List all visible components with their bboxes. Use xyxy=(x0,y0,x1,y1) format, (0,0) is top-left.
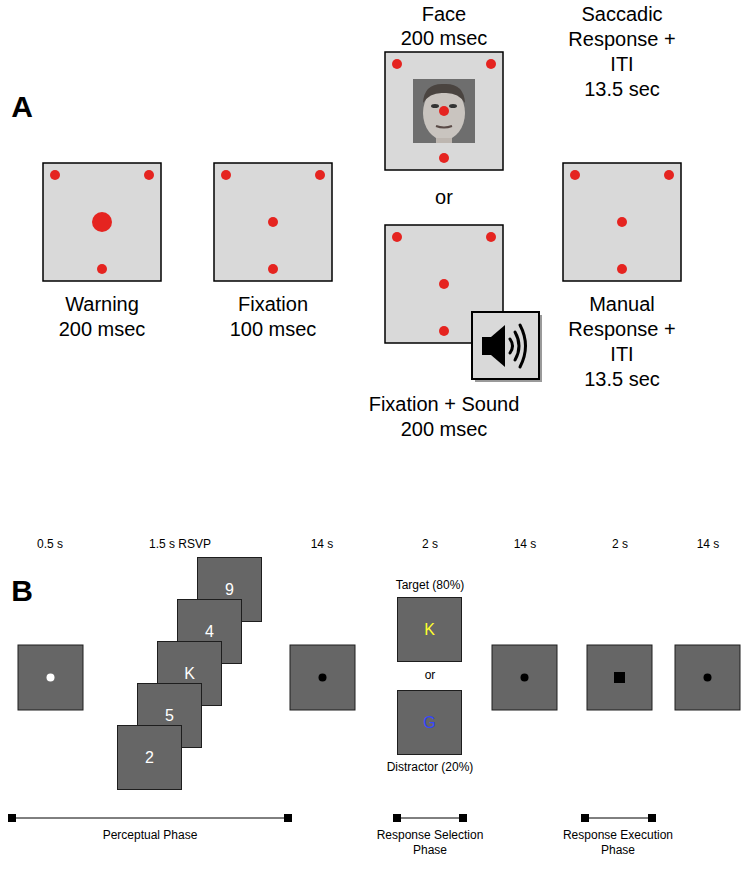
screen xyxy=(587,645,652,710)
timing-label: 14 s xyxy=(608,537,743,552)
fixation-dots xyxy=(50,59,674,336)
response-cue xyxy=(614,672,625,683)
duration-label: 200 msec xyxy=(344,26,544,51)
phase-label: Response Selection Phase xyxy=(365,828,495,858)
screen-character: G xyxy=(423,714,435,732)
fixation-dot xyxy=(319,674,327,682)
screen-character: K xyxy=(184,665,195,683)
screen-character: 9 xyxy=(225,581,234,599)
screen xyxy=(492,645,557,710)
timing-label: 14 s xyxy=(425,537,625,552)
screen-character: 5 xyxy=(165,707,174,725)
timing-label: 2 s xyxy=(520,537,720,552)
panel-letter: B xyxy=(0,572,122,610)
timing-label: 2 s xyxy=(330,537,530,552)
screen xyxy=(563,163,681,281)
fixation-dot xyxy=(704,674,712,682)
distractor-screen: G xyxy=(397,690,462,755)
stream-screen: 2 xyxy=(117,725,182,790)
phase-bar-ends xyxy=(8,814,656,822)
duration-label: 13.5 sec xyxy=(522,77,722,102)
event-label: Fixation + Sound xyxy=(344,392,544,417)
screen xyxy=(214,163,332,281)
phase-label: Perceptual Phase xyxy=(50,828,250,843)
speaker-icon xyxy=(472,312,542,382)
screen xyxy=(290,645,355,710)
screen xyxy=(18,645,83,710)
screen xyxy=(675,645,740,710)
screen-character: 2 xyxy=(145,749,154,767)
screen xyxy=(43,163,161,281)
timing-label: 1.5 s RSVP xyxy=(80,537,280,552)
face-picture xyxy=(413,79,475,143)
or-label: or xyxy=(344,185,544,210)
fixation-dot xyxy=(521,674,529,682)
response-label: Saccadic Response + ITI xyxy=(567,2,677,77)
phase-bars xyxy=(12,818,652,819)
duration-label: 200 msec xyxy=(2,317,202,342)
duration-label: 13.5 sec xyxy=(522,367,722,392)
timing-label: 14 s xyxy=(222,537,422,552)
screen-character: K xyxy=(424,621,435,639)
fixation-dot xyxy=(47,674,55,682)
panel-letter: A xyxy=(0,88,122,126)
event-label: Fixation xyxy=(173,292,373,317)
duration-label: 100 msec xyxy=(173,317,373,342)
event-label: Warning xyxy=(2,292,202,317)
condition-label: Distractor (20%) xyxy=(330,760,530,775)
response-label: Manual Response + ITI xyxy=(567,292,677,367)
condition-label: Target (80%) xyxy=(330,578,530,593)
timing-label: 0.5 s xyxy=(0,537,150,552)
phase-label: Response Execution Phase xyxy=(553,828,683,858)
duration-label: 200 msec xyxy=(344,417,544,442)
screen-character: 4 xyxy=(205,623,214,641)
event-label: Face xyxy=(344,2,544,27)
or-label: or xyxy=(330,668,530,683)
screen xyxy=(385,52,503,170)
target-screen: K xyxy=(397,597,462,662)
